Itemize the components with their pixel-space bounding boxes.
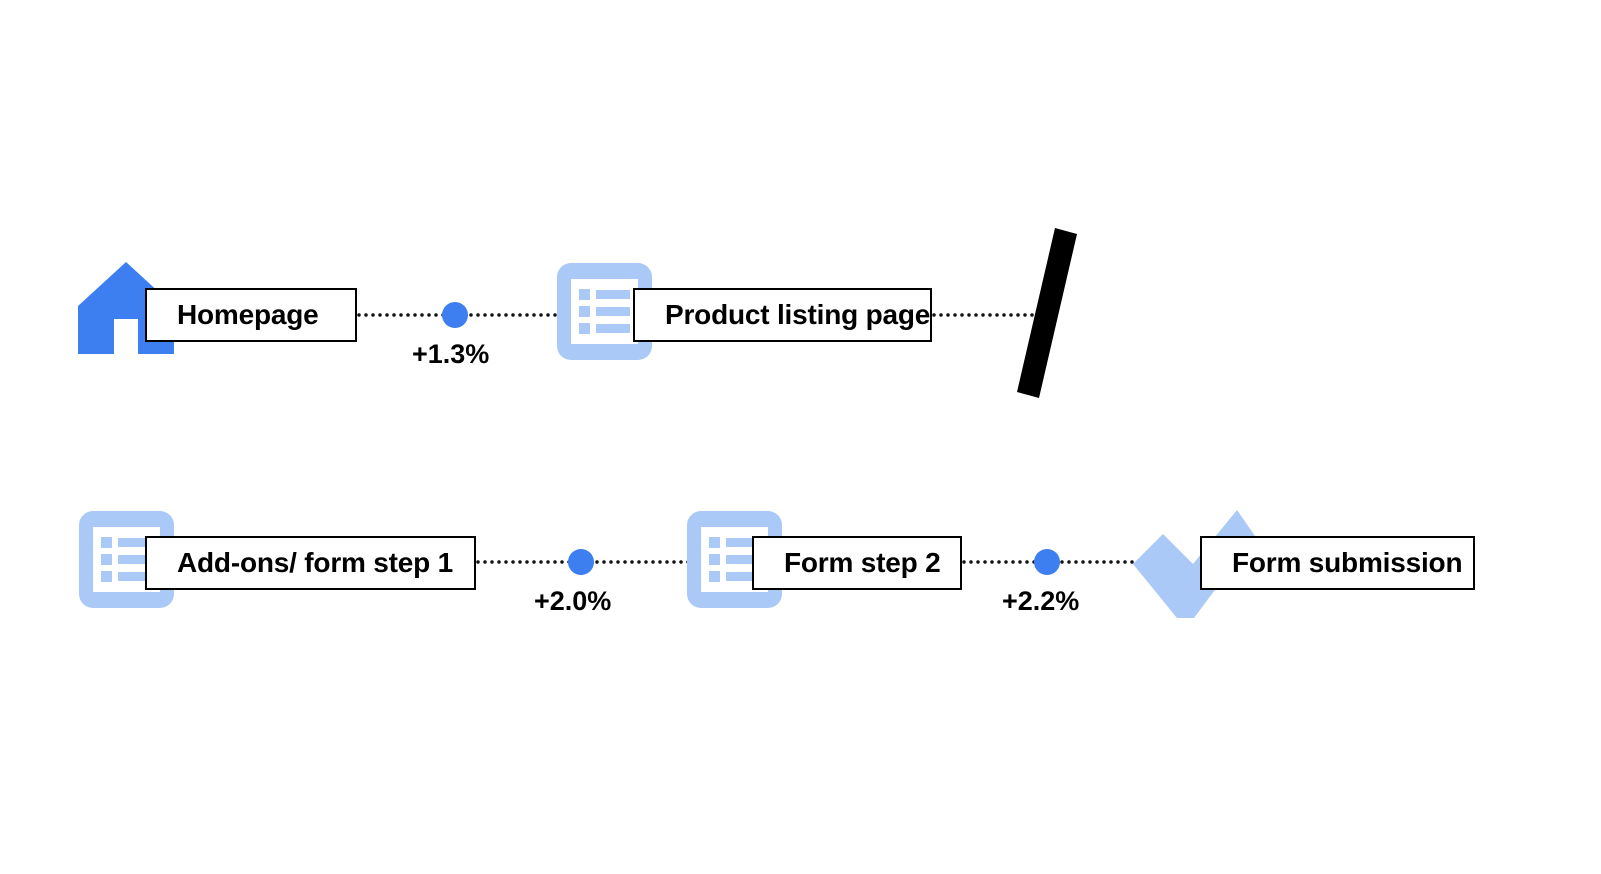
node-add-ons-form-step-1[interactable]: Add-ons/ form step 1 (145, 536, 476, 590)
node-add-ons-form-step-1-label: Add-ons/ form step 1 (177, 547, 454, 578)
connector-label-3: +2.2% (1002, 586, 1080, 616)
node-form-submission[interactable]: Form submission (1200, 536, 1475, 590)
connector-line-1b (932, 313, 1054, 317)
list-document-icon (557, 263, 652, 360)
connector-dot-1 (442, 302, 468, 328)
node-product-listing-page-label: Product listing page (665, 299, 931, 330)
connector-dot-2 (568, 549, 594, 575)
connector-line-2b (962, 560, 1180, 564)
connector-label-1: +1.3% (412, 339, 490, 369)
black-slash-icon (1000, 220, 1095, 415)
node-form-step-2-label: Form step 2 (784, 547, 941, 578)
node-form-submission-label: Form submission (1232, 547, 1463, 578)
connector-label-2: +2.0% (534, 586, 612, 616)
node-product-listing-page[interactable]: Product listing page (633, 288, 932, 342)
connector-dot-3 (1034, 549, 1060, 575)
node-form-step-2[interactable]: Form step 2 (752, 536, 962, 590)
node-homepage[interactable]: Homepage (145, 288, 357, 342)
node-homepage-label: Homepage (177, 299, 319, 330)
